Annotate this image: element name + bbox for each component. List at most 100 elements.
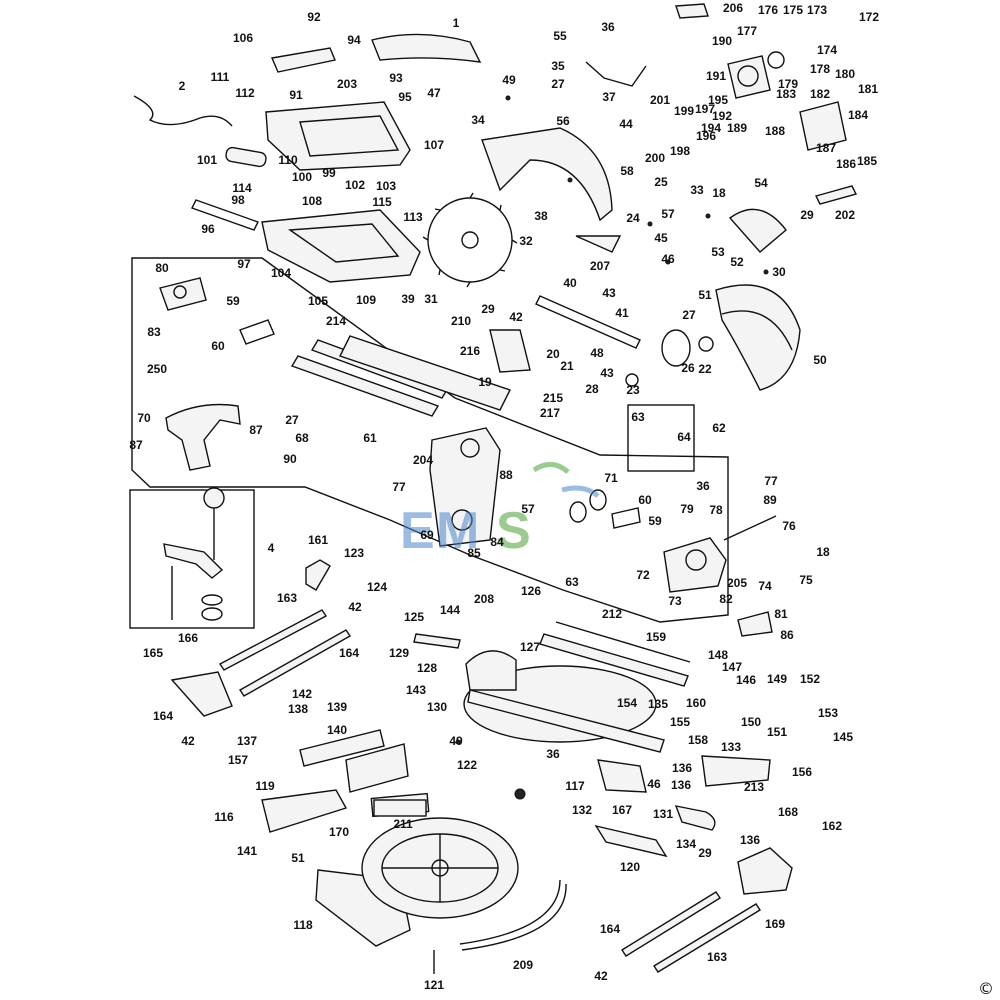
callout-128: 128 [417,661,437,675]
part-drawings [133,3,858,974]
callout-211: 211 [393,817,413,831]
callout-191: 191 [706,69,726,83]
callout-147: 147 [722,660,742,674]
callout-104: 104 [271,266,291,280]
callout-63: 63 [631,410,645,424]
callout-135: 135 [648,697,668,711]
callout-131: 131 [653,807,673,821]
callout-70: 70 [137,411,151,425]
callout-160: 160 [686,696,706,710]
callout-102: 102 [345,178,365,192]
callout-87: 87 [129,438,143,452]
callout-94: 94 [347,33,361,47]
callout-48: 48 [590,346,604,360]
callout-36: 36 [546,747,560,761]
callout-207: 207 [590,259,610,273]
callout-216: 216 [460,344,480,358]
callout-77: 77 [392,480,406,494]
callout-144: 144 [440,603,460,617]
watermark-logo: E M S [400,462,600,560]
callout-49: 49 [449,734,463,748]
callout-145: 145 [833,730,853,744]
callout-26: 26 [681,361,695,375]
callout-42: 42 [181,734,195,748]
callout-54: 54 [754,176,768,190]
callout-50: 50 [813,353,827,367]
callout-109: 109 [356,293,376,307]
callout-121: 121 [424,978,444,992]
callout-20: 20 [546,347,560,361]
callout-43: 43 [602,286,616,300]
callout-92: 92 [307,10,321,24]
callout-38: 38 [534,209,548,223]
callout-111: 111 [211,70,230,84]
callout-19: 19 [478,375,492,389]
callout-136: 136 [740,833,760,847]
callout-86: 86 [780,628,794,642]
callout-123: 123 [344,546,364,560]
callout-195: 195 [708,93,728,107]
callout-31: 31 [424,292,438,306]
callout-93: 93 [389,71,403,85]
callout-250: 250 [147,362,167,376]
callout-35: 35 [551,59,565,73]
callout-21: 21 [560,359,574,373]
callout-164: 164 [600,922,620,936]
callout-172: 172 [859,10,879,24]
callout-116: 116 [214,810,234,824]
callout-27: 27 [551,77,565,91]
callout-52: 52 [730,255,744,269]
callout-68: 68 [295,431,309,445]
watermark-letter-s: S [496,502,531,560]
callout-18: 18 [712,186,726,200]
callout-59: 59 [226,294,240,308]
callout-42: 42 [509,310,523,324]
callout-189: 189 [727,121,747,135]
callout-184: 184 [848,108,868,122]
callout-51: 51 [698,288,712,302]
callout-146: 146 [736,673,756,687]
callout-202: 202 [835,208,855,222]
callout-175: 175 [783,3,803,17]
callout-217: 217 [540,406,560,420]
callout-165: 165 [143,646,163,660]
callout-167: 167 [612,803,632,817]
group-62-box [627,404,695,472]
callout-181: 181 [858,82,878,96]
callout-81: 81 [774,607,788,621]
callout-101: 101 [197,153,217,167]
callout-107: 107 [424,138,444,152]
callout-215: 215 [543,391,563,405]
callout-25: 25 [654,175,668,189]
callout-205: 205 [727,576,747,590]
callout-36: 36 [601,20,615,34]
callout-4: 4 [268,541,275,555]
callout-138: 138 [288,702,308,716]
callout-57: 57 [661,207,675,221]
callout-164: 164 [153,709,173,723]
callout-119: 119 [255,779,275,793]
watermark-letter-m: M [436,502,479,560]
callout-182: 182 [810,87,830,101]
callout-174: 174 [817,43,837,57]
callout-153: 153 [818,706,838,720]
callout-39: 39 [401,292,415,306]
callout-63: 63 [565,575,579,589]
watermark-letter-e: E [400,502,435,560]
callout-152: 152 [800,672,820,686]
callout-124: 124 [367,580,387,594]
callout-32: 32 [519,234,533,248]
callout-133: 133 [721,740,741,754]
callout-168: 168 [778,805,798,819]
callout-44: 44 [619,117,633,131]
callout-192: 192 [712,109,732,123]
callout-87: 87 [249,423,263,437]
callout-150: 150 [741,715,761,729]
callout-30: 30 [772,265,786,279]
callout-55: 55 [553,29,567,43]
callout-149: 149 [767,672,787,686]
callout-103: 103 [376,179,396,193]
callout-90: 90 [283,452,297,466]
